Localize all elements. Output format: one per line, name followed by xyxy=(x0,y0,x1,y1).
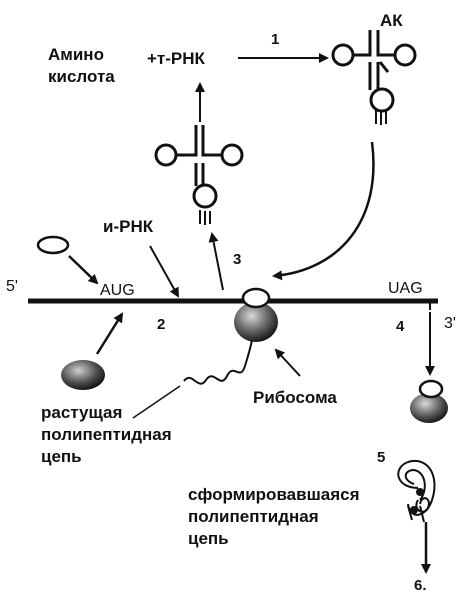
amino-acid-line-2: кислота xyxy=(48,67,115,86)
five-prime-label: 5' xyxy=(6,278,18,295)
arrow-icon xyxy=(272,141,375,281)
large-subunit-icon xyxy=(61,360,105,390)
formed-chain-line-3: цепь xyxy=(188,529,229,548)
step-3-label: 3 xyxy=(233,251,242,268)
uag-codon-label: UAG xyxy=(388,280,423,297)
small-subunit-icon xyxy=(36,235,70,255)
ribosome-icon xyxy=(234,287,278,342)
aug-codon-label: AUG xyxy=(100,282,135,299)
pointer-line xyxy=(132,385,181,419)
formed-chain-label: сформировавшаяся полипептидная цепь xyxy=(188,484,360,550)
arrow-icon xyxy=(95,312,124,355)
growing-chain-line-3: цепь xyxy=(41,447,82,466)
mrna-label: и-РНК xyxy=(103,217,154,236)
folded-protein-icon xyxy=(397,459,436,523)
growing-chain-label: растущая полипептидная цепь xyxy=(41,402,172,468)
amino-acid-short-label: АК xyxy=(380,11,403,30)
step-6-label: 6. xyxy=(414,577,427,594)
formed-chain-line-1: сформировавшаяся xyxy=(188,485,360,504)
ribosome-label: Рибосома xyxy=(253,388,337,407)
formed-chain-line-2: полипептидная xyxy=(188,507,319,526)
ribosome-icon xyxy=(410,379,448,423)
trna-cloverleaf-icon xyxy=(154,125,244,225)
amino-acid-line-1: Амино xyxy=(48,45,104,64)
arrow-icon xyxy=(274,348,301,377)
arrow-icon xyxy=(68,255,99,285)
three-prime-label: 3' xyxy=(444,315,456,332)
growing-chain-line-1: растущая xyxy=(41,403,123,422)
step-4-label: 4 xyxy=(396,318,405,335)
arrow-icon xyxy=(208,232,224,291)
polypeptide-chain xyxy=(183,339,253,385)
arrow-icon xyxy=(149,245,179,298)
step-1-label: 1 xyxy=(271,31,280,48)
trna-cloverleaf-icon xyxy=(331,30,417,125)
growing-chain-line-2: полипептидная xyxy=(41,425,172,444)
trna-label: +т-РНК xyxy=(147,49,205,68)
step-5-label: 5 xyxy=(377,449,386,466)
amino-acid-label: Амино кислота xyxy=(48,44,115,88)
step-2-label: 2 xyxy=(157,316,166,333)
